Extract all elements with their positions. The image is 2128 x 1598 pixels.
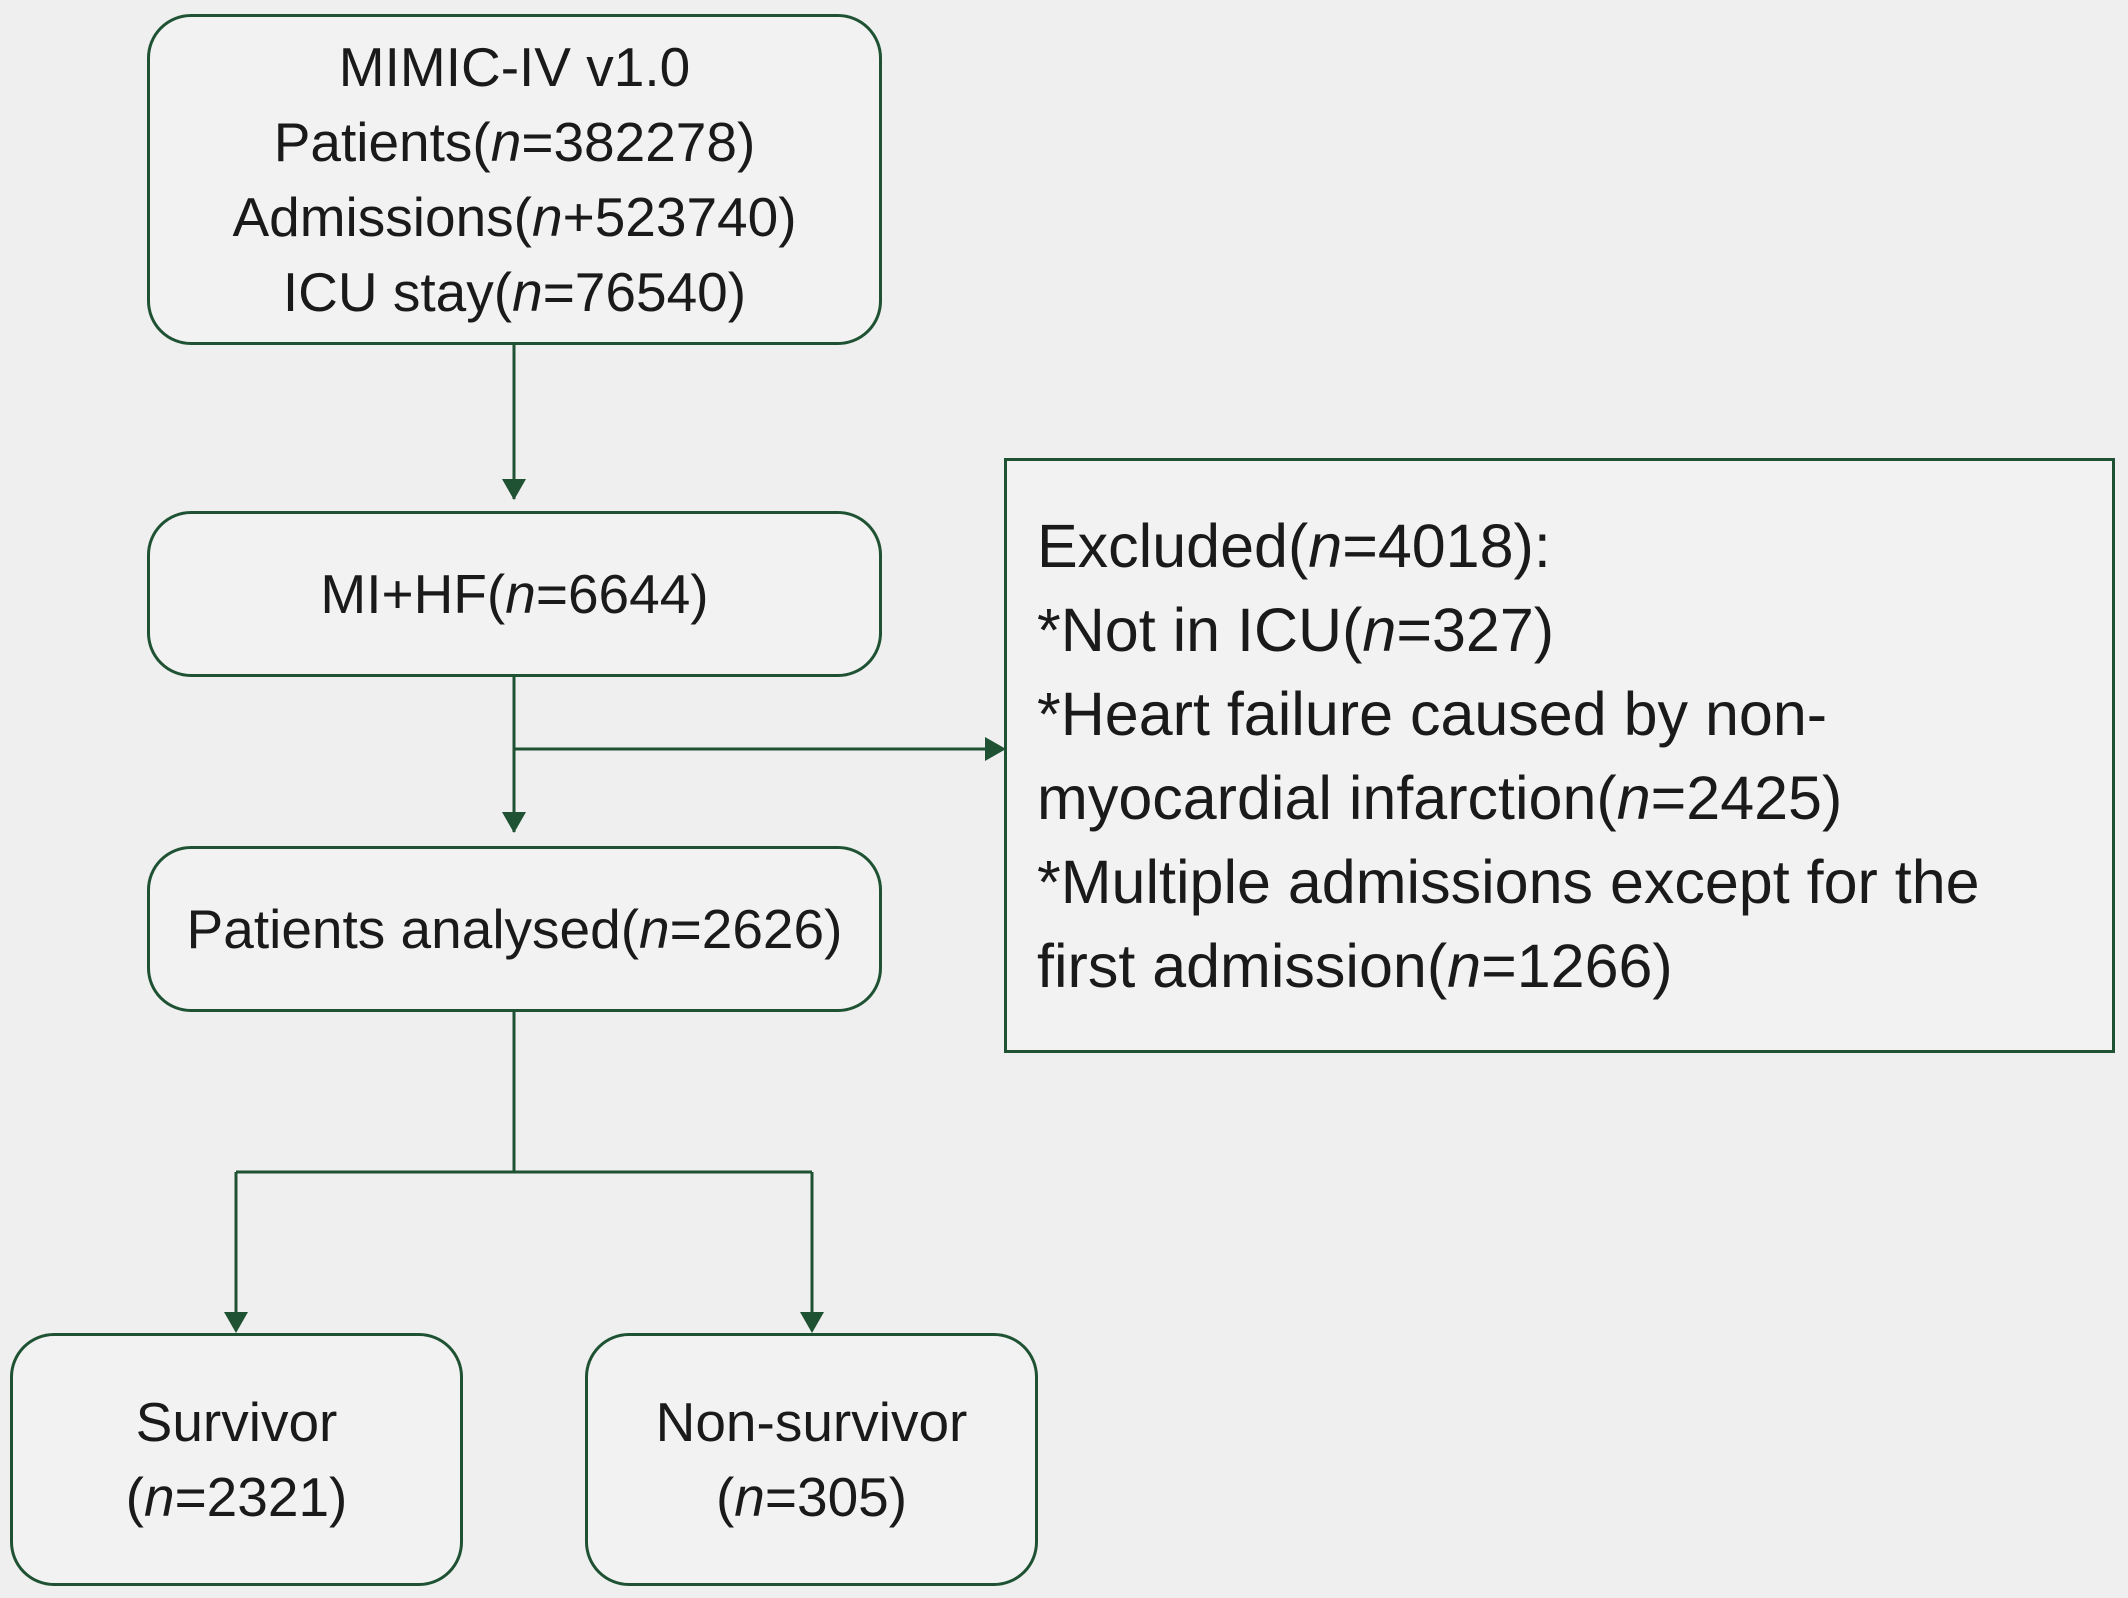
excluded-non-mi-hf-line2: myocardial infarction(n=2425)	[1037, 763, 1843, 832]
source-title: MIMIC-IV v1.0	[338, 35, 691, 98]
source-icu-stay: ICU stay(n=76540)	[282, 260, 747, 323]
survivor-box: Survivor (n=2321)	[10, 1333, 463, 1586]
patients-analysed-box: Patients analysed(n=2626)	[147, 846, 882, 1012]
source-admissions: Admissions(n+523740)	[232, 185, 797, 248]
excluded-multiple-admissions-line2: first admission(n=1266)	[1037, 931, 1673, 1000]
arrowhead-survivor	[224, 1312, 248, 1333]
non-survivor-count: (n=305)	[715, 1465, 908, 1528]
arrowhead-excluded	[985, 737, 1006, 761]
excluded-total: Excluded(n=4018):	[1037, 511, 1551, 580]
source-patients: Patients(n=382278)	[273, 110, 756, 173]
arrowhead-analysed	[502, 812, 526, 833]
arrowhead-mihf	[502, 479, 526, 500]
source-database-box: MIMIC-IV v1.0 Patients(n=382278) Admissi…	[147, 14, 882, 345]
excluded-box: Excluded(n=4018): *Not in ICU(n=327) *He…	[1004, 458, 2115, 1053]
mi-hf-label: MI+HF(n=6644)	[320, 562, 709, 625]
survivor-label: Survivor	[135, 1390, 338, 1453]
non-survivor-box: Non-survivor (n=305)	[585, 1333, 1038, 1586]
excluded-not-in-icu: *Not in ICU(n=327)	[1037, 595, 1555, 664]
arrowhead-nonsurvivor	[800, 1312, 824, 1333]
mi-hf-box: MI+HF(n=6644)	[147, 511, 882, 677]
patients-analysed-label: Patients analysed(n=2626)	[186, 897, 843, 960]
excluded-multiple-admissions-line1: *Multiple admissions except for the	[1037, 847, 1980, 916]
survivor-count: (n=2321)	[125, 1465, 348, 1528]
excluded-non-mi-hf-line1: *Heart failure caused by non-	[1037, 679, 1828, 748]
non-survivor-label: Non-survivor	[655, 1390, 968, 1453]
